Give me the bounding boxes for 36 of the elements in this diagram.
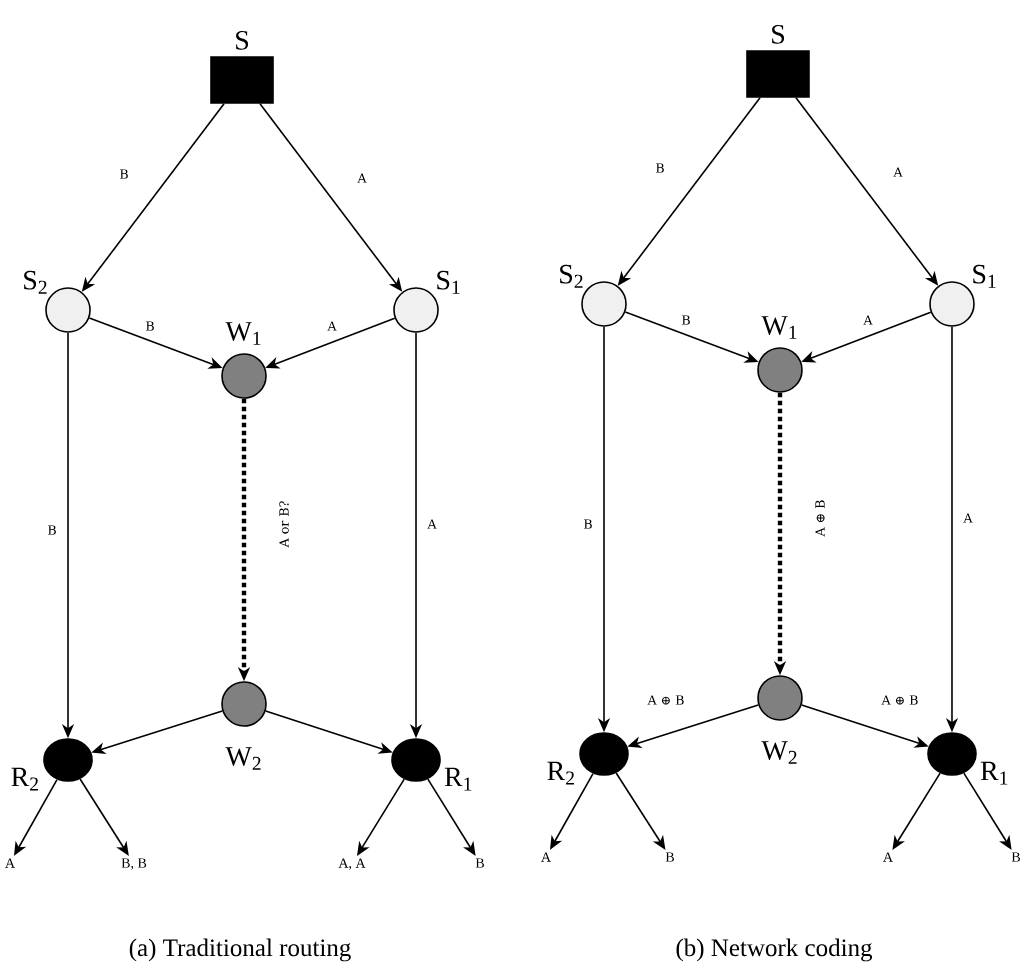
node-label: W$_{2}$ <box>761 741 797 764</box>
circle-node: R$_{2}$ <box>547 732 629 785</box>
node-label: S$_{1}$ <box>437 270 460 294</box>
circle-node: R$_{1}$ <box>927 732 1008 785</box>
arrow <box>79 778 129 856</box>
circle-node: W$_{2}$ <box>221 681 267 770</box>
node-label: W$_{1}$ <box>761 316 797 339</box>
node-label: R$_{1}$ <box>444 767 472 791</box>
caption: (b) Network coding <box>676 938 873 962</box>
node-label: R$_{1}$ <box>980 761 1008 785</box>
circle-node: S$_{2}$ <box>24 270 91 333</box>
node-label: R$_{2}$ <box>547 761 574 785</box>
node-label: S <box>772 24 785 44</box>
node-label: W$_{1}$ <box>225 322 261 345</box>
circle-node: R$_{1}$ <box>391 738 472 791</box>
node-label: S$_{2}$ <box>24 270 47 294</box>
node-label: S$_{1}$ <box>973 264 996 288</box>
node-label: S$_{2}$ <box>560 264 583 288</box>
node-label: R$_{2}$ <box>11 767 38 791</box>
circle-node: W$_{2}$ <box>757 675 803 764</box>
circle-node: S$_{1}$ <box>929 264 996 327</box>
square-node: S <box>746 25 810 98</box>
circle-node: W$_{1}$ <box>757 316 803 393</box>
circle-node: S$_{1}$ <box>393 270 460 333</box>
node-label: W$_{2}$ <box>225 747 261 770</box>
arrow <box>892 772 941 850</box>
circle-node: S$_{2}$ <box>560 264 627 327</box>
circle-node: W$_{1}$ <box>221 322 267 399</box>
square-node: S <box>210 31 274 104</box>
arrow <box>615 772 666 850</box>
caption: (a) Traditional routing <box>129 938 351 962</box>
circle-node: R$_{2}$ <box>11 738 93 791</box>
arrow <box>427 778 476 856</box>
node-label: S <box>236 30 249 50</box>
arrow <box>357 778 405 856</box>
arrow <box>963 772 1012 850</box>
